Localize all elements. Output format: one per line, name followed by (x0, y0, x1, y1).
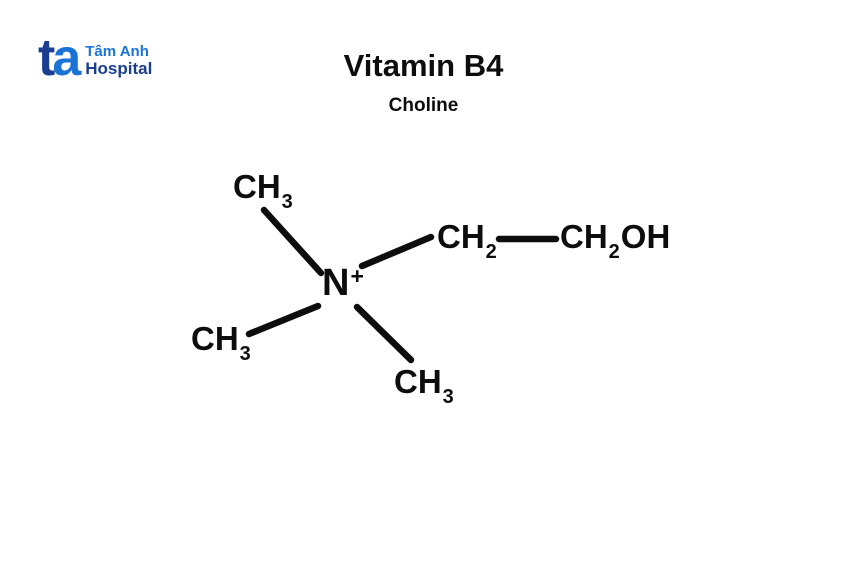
brand-name-line1: Tâm Anh (85, 43, 149, 61)
label-methyl-left: CH3 (191, 320, 251, 364)
label-methyl-top: CH3 (233, 168, 293, 212)
nitrogen-charge: + (350, 263, 364, 289)
ch2oh-sub: 2 (608, 241, 620, 263)
methyl-bottom-sub: 3 (442, 386, 454, 408)
ch2oh-tail: OH (620, 218, 671, 255)
label-methyl-bottom: CH3 (394, 363, 454, 407)
methyl-bottom-main: CH (394, 363, 442, 400)
bond-n-ch2 (358, 233, 435, 270)
brand-name-line2: Hospital (85, 58, 153, 78)
bond-n-methyl-bottom (353, 303, 415, 364)
ch2-sub: 2 (485, 241, 497, 263)
label-ch2: CH2 (437, 218, 497, 262)
logo-mark-t: t (38, 29, 55, 87)
methyl-left-main: CH (191, 320, 239, 357)
ch2-main: CH (437, 218, 485, 255)
methyl-top-main: CH (233, 168, 281, 205)
bond-n-methyl-top (260, 206, 325, 277)
nitrogen-symbol: N (322, 262, 350, 304)
methyl-top-sub: 3 (281, 191, 293, 213)
label-ch2oh: CH2OH (560, 218, 671, 262)
logo-mark-a: a (52, 29, 81, 87)
page-title: Vitamin B4 (343, 48, 504, 83)
ch2oh-main: CH (560, 218, 608, 255)
bond-n-methyl-left (245, 302, 322, 338)
page-subtitle: Choline (388, 95, 459, 116)
label-nitrogen: N+ (322, 264, 364, 302)
brand-name: Tâm Anh Hospital (85, 38, 152, 78)
methyl-left-sub: 3 (239, 343, 251, 365)
